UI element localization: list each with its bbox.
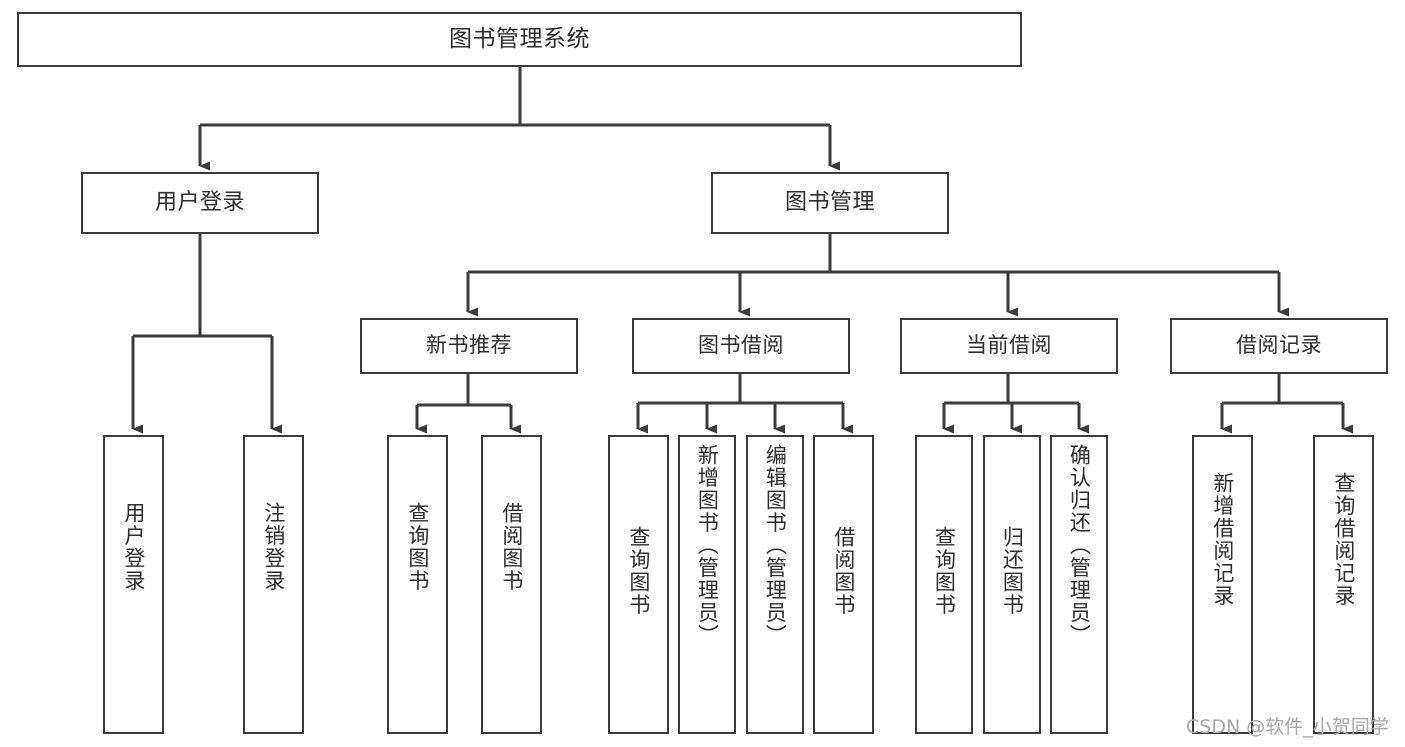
leaf-borrow-book-1-label: 借阅图书 <box>499 502 524 592</box>
leaf-query-book-2[interactable]: 查询图书 <box>608 435 669 734</box>
leaf-user-login-label: 用户登录 <box>121 502 146 592</box>
node-root-label: 图书管理系统 <box>449 25 590 52</box>
leaf-query-book-3-label: 查询图书 <box>932 526 957 616</box>
leaf-query-borrow-record[interactable]: 查询借阅记录 <box>1313 435 1374 734</box>
node-root[interactable]: 图书管理系统 <box>17 12 1022 67</box>
leaf-return-book-label: 归还图书 <box>1000 526 1025 616</box>
leaf-confirm-return-admin[interactable]: 确认归还（管理员） <box>1050 435 1108 734</box>
node-book-management-label: 图书管理 <box>784 189 875 215</box>
node-new-book-recommend[interactable]: 新书推荐 <box>360 318 578 374</box>
leaf-query-book-3[interactable]: 查询图书 <box>915 435 973 734</box>
node-user-login-label: 用户登录 <box>154 189 245 215</box>
leaf-query-borrow-record-label: 查询借阅记录 <box>1331 472 1356 607</box>
leaf-borrow-book-2-label: 借阅图书 <box>831 526 856 616</box>
node-borrow-record[interactable]: 借阅记录 <box>1170 318 1388 374</box>
leaf-edit-book-admin-label: 编辑图书（管理员） <box>763 444 788 647</box>
leaf-add-book-admin-label: 新增图书（管理员） <box>695 444 720 647</box>
leaf-confirm-return-admin-label: 确认归还（管理员） <box>1067 444 1092 647</box>
node-borrow-record-label: 借阅记录 <box>1236 333 1322 358</box>
leaf-user-login[interactable]: 用户登录 <box>103 435 164 734</box>
leaf-add-borrow-record-label: 新增借阅记录 <box>1210 472 1235 607</box>
node-current-borrow[interactable]: 当前借阅 <box>900 318 1118 374</box>
leaf-query-book-1[interactable]: 查询图书 <box>387 435 448 734</box>
leaf-borrow-book-2[interactable]: 借阅图书 <box>813 435 874 734</box>
leaf-query-book-1-label: 查询图书 <box>405 502 430 592</box>
node-book-borrow-label: 图书借阅 <box>698 333 784 358</box>
node-user-login[interactable]: 用户登录 <box>81 172 319 234</box>
leaf-user-logout[interactable]: 注销登录 <box>243 435 304 734</box>
leaf-edit-book-admin[interactable]: 编辑图书（管理员） <box>746 435 804 734</box>
node-book-borrow[interactable]: 图书借阅 <box>632 318 850 374</box>
node-current-borrow-label: 当前借阅 <box>966 333 1052 358</box>
leaf-return-book[interactable]: 归还图书 <box>983 435 1041 734</box>
node-book-management[interactable]: 图书管理 <box>711 172 949 234</box>
leaf-borrow-book-1[interactable]: 借阅图书 <box>481 435 542 734</box>
leaf-add-book-admin[interactable]: 新增图书（管理员） <box>678 435 736 734</box>
leaf-query-book-2-label: 查询图书 <box>626 526 651 616</box>
leaf-user-logout-label: 注销登录 <box>261 502 286 592</box>
leaf-add-borrow-record[interactable]: 新增借阅记录 <box>1192 435 1253 734</box>
watermark: CSDN @软件_小贺同学 <box>1186 716 1389 738</box>
node-new-book-recommend-label: 新书推荐 <box>426 333 512 358</box>
